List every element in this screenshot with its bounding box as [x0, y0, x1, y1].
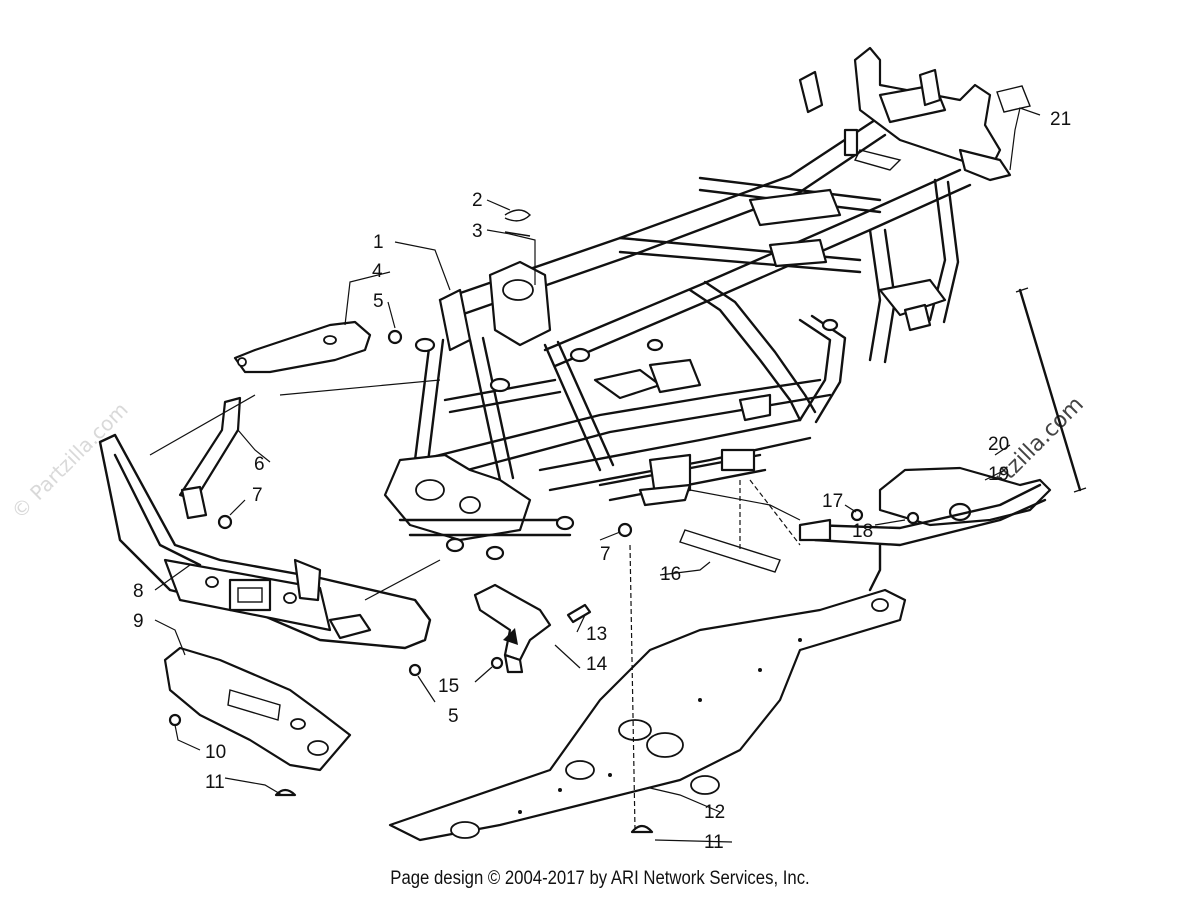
callout-21: 21: [1050, 109, 1071, 130]
callout-17: 17: [822, 491, 843, 512]
callout-18: 18: [852, 521, 873, 542]
front-bumper: [98, 433, 432, 650]
callout-14: 14: [586, 654, 608, 675]
main-skid-plate: [388, 588, 907, 842]
callout-4: 4: [372, 261, 383, 282]
callout-5-upper: 5: [373, 291, 384, 312]
front-skid-plate: [163, 646, 352, 772]
callout-11-right: 11: [704, 832, 724, 853]
callout-1: 1: [373, 232, 384, 253]
callout-16: 16: [660, 564, 681, 585]
rear-rod: [1015, 287, 1087, 493]
callout-13: 13: [586, 624, 607, 645]
callout-15: 15: [438, 676, 459, 697]
bumper-brace: [178, 396, 242, 520]
callout-10: 10: [205, 742, 226, 763]
callout-3: 3: [472, 221, 483, 242]
copyright-footer: Page design © 2004-2017 by ARI Network S…: [390, 868, 810, 889]
small-parts: [168, 85, 1031, 834]
callout-5-lower: 5: [448, 706, 459, 727]
callout-7-left: 7: [252, 485, 263, 506]
main-frame: [383, 46, 1012, 561]
callout-19: 19: [988, 464, 1009, 485]
callout-7-center: 7: [600, 544, 611, 565]
front-bracket: [233, 320, 372, 374]
callout-20: 20: [988, 434, 1009, 455]
callout-12: 12: [704, 802, 725, 823]
steering-bracket: [473, 583, 552, 674]
rear-bumper: [798, 466, 1052, 592]
callout-2: 2: [472, 190, 483, 211]
callout-11-left: 11: [205, 772, 225, 793]
callout-9: 9: [133, 611, 144, 632]
leader-lines: [149, 107, 1041, 843]
callout-labels: 1 2 3 4 5 5 6 7 7 8 9 10 11 11 12 13 14 …: [133, 109, 1071, 853]
callout-8: 8: [133, 581, 144, 602]
callout-6: 6: [254, 454, 265, 475]
